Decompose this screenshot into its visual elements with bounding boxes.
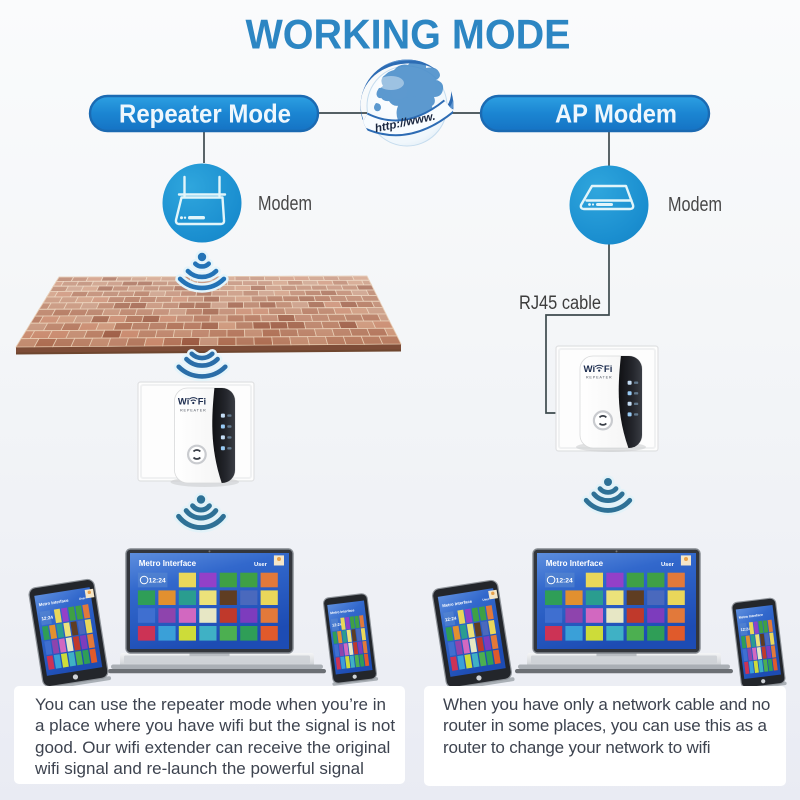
svg-text:User: User [482, 597, 490, 602]
svg-text:User: User [79, 596, 87, 601]
svg-text:Metro Interface: Metro Interface [546, 559, 604, 568]
svg-text:Wi: Wi [178, 396, 189, 407]
svg-text:Metro Interface: Metro Interface [330, 608, 355, 615]
svg-text:Fi: Fi [604, 364, 613, 375]
svg-text:User: User [254, 562, 268, 568]
svg-text:WORKING MODE: WORKING MODE [246, 11, 571, 58]
svg-text:Metro Interface: Metro Interface [739, 613, 764, 620]
svg-text:12:24: 12:24 [332, 621, 343, 627]
svg-text:Metro Interface: Metro Interface [139, 559, 197, 568]
svg-text:User: User [661, 562, 675, 568]
svg-text:12:24: 12:24 [149, 578, 166, 585]
svg-text:Fi: Fi [198, 396, 206, 407]
svg-text:Modem: Modem [258, 193, 312, 215]
svg-text:Modem: Modem [668, 194, 722, 216]
svg-text:12:24: 12:24 [740, 626, 751, 632]
svg-text:Repeater Mode: Repeater Mode [119, 99, 291, 129]
svg-text:Metro Interface: Metro Interface [38, 598, 69, 608]
svg-text:12:24: 12:24 [556, 578, 573, 585]
svg-text:Metro Interface: Metro Interface [442, 599, 473, 609]
svg-text:REPEATER: REPEATER [180, 408, 207, 412]
svg-text:REPEATER: REPEATER [586, 376, 613, 380]
svg-text:12:24: 12:24 [445, 616, 458, 623]
svg-text:AP Modem: AP Modem [555, 99, 677, 129]
svg-text:Wi: Wi [584, 364, 596, 375]
svg-text:RJ45 cable: RJ45 cable [519, 293, 601, 314]
svg-text:12:24: 12:24 [41, 615, 54, 622]
